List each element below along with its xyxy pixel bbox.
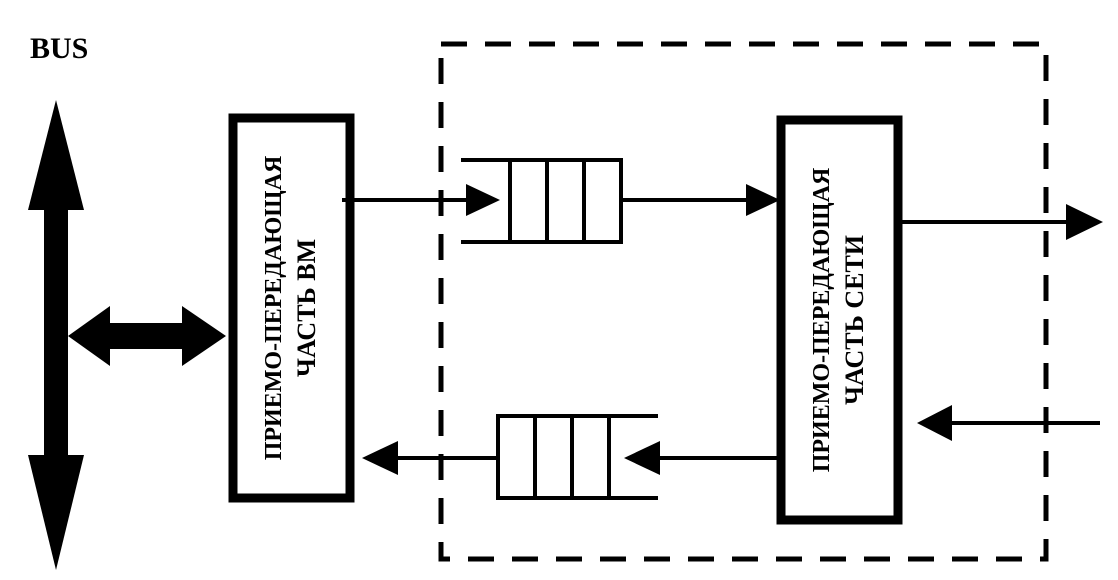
net-block-label: ПРИЕМО-ПЕРЕДАЮЩАЯ ЧАСТЬ СЕТИ xyxy=(809,168,869,473)
vm-to-queue-arrow xyxy=(342,184,500,216)
vm-block-label-line1: ПРИЕМО-ПЕРЕДАЮЩАЯ xyxy=(261,156,287,461)
adapter-boundary xyxy=(438,41,1049,562)
net-to-queue-arrow xyxy=(624,441,781,475)
net-transceiver-block xyxy=(776,115,903,525)
vm-transceiver-block xyxy=(228,113,355,503)
bus-label: BUS xyxy=(30,32,88,65)
receive-queue xyxy=(496,414,658,500)
vm-block-label: ПРИЕМО-ПЕРЕДАЮЩАЯ ЧАСТЬ ВМ xyxy=(261,156,321,461)
net-block-label-line2: ЧАСТЬ СЕТИ xyxy=(840,235,869,405)
bus-arrow xyxy=(28,100,84,570)
net-out-arrow xyxy=(898,204,1103,240)
queue-to-vm-arrow xyxy=(362,441,498,475)
bus-to-vm-arrow xyxy=(68,306,226,366)
net-block-label-line1: ПРИЕМО-ПЕРЕДАЮЩАЯ xyxy=(809,168,835,473)
net-in-arrow xyxy=(917,405,1100,441)
vm-block-label-line2: ЧАСТЬ ВМ xyxy=(292,239,321,377)
queue-to-net-arrow xyxy=(621,184,780,216)
transmit-queue xyxy=(461,158,623,244)
